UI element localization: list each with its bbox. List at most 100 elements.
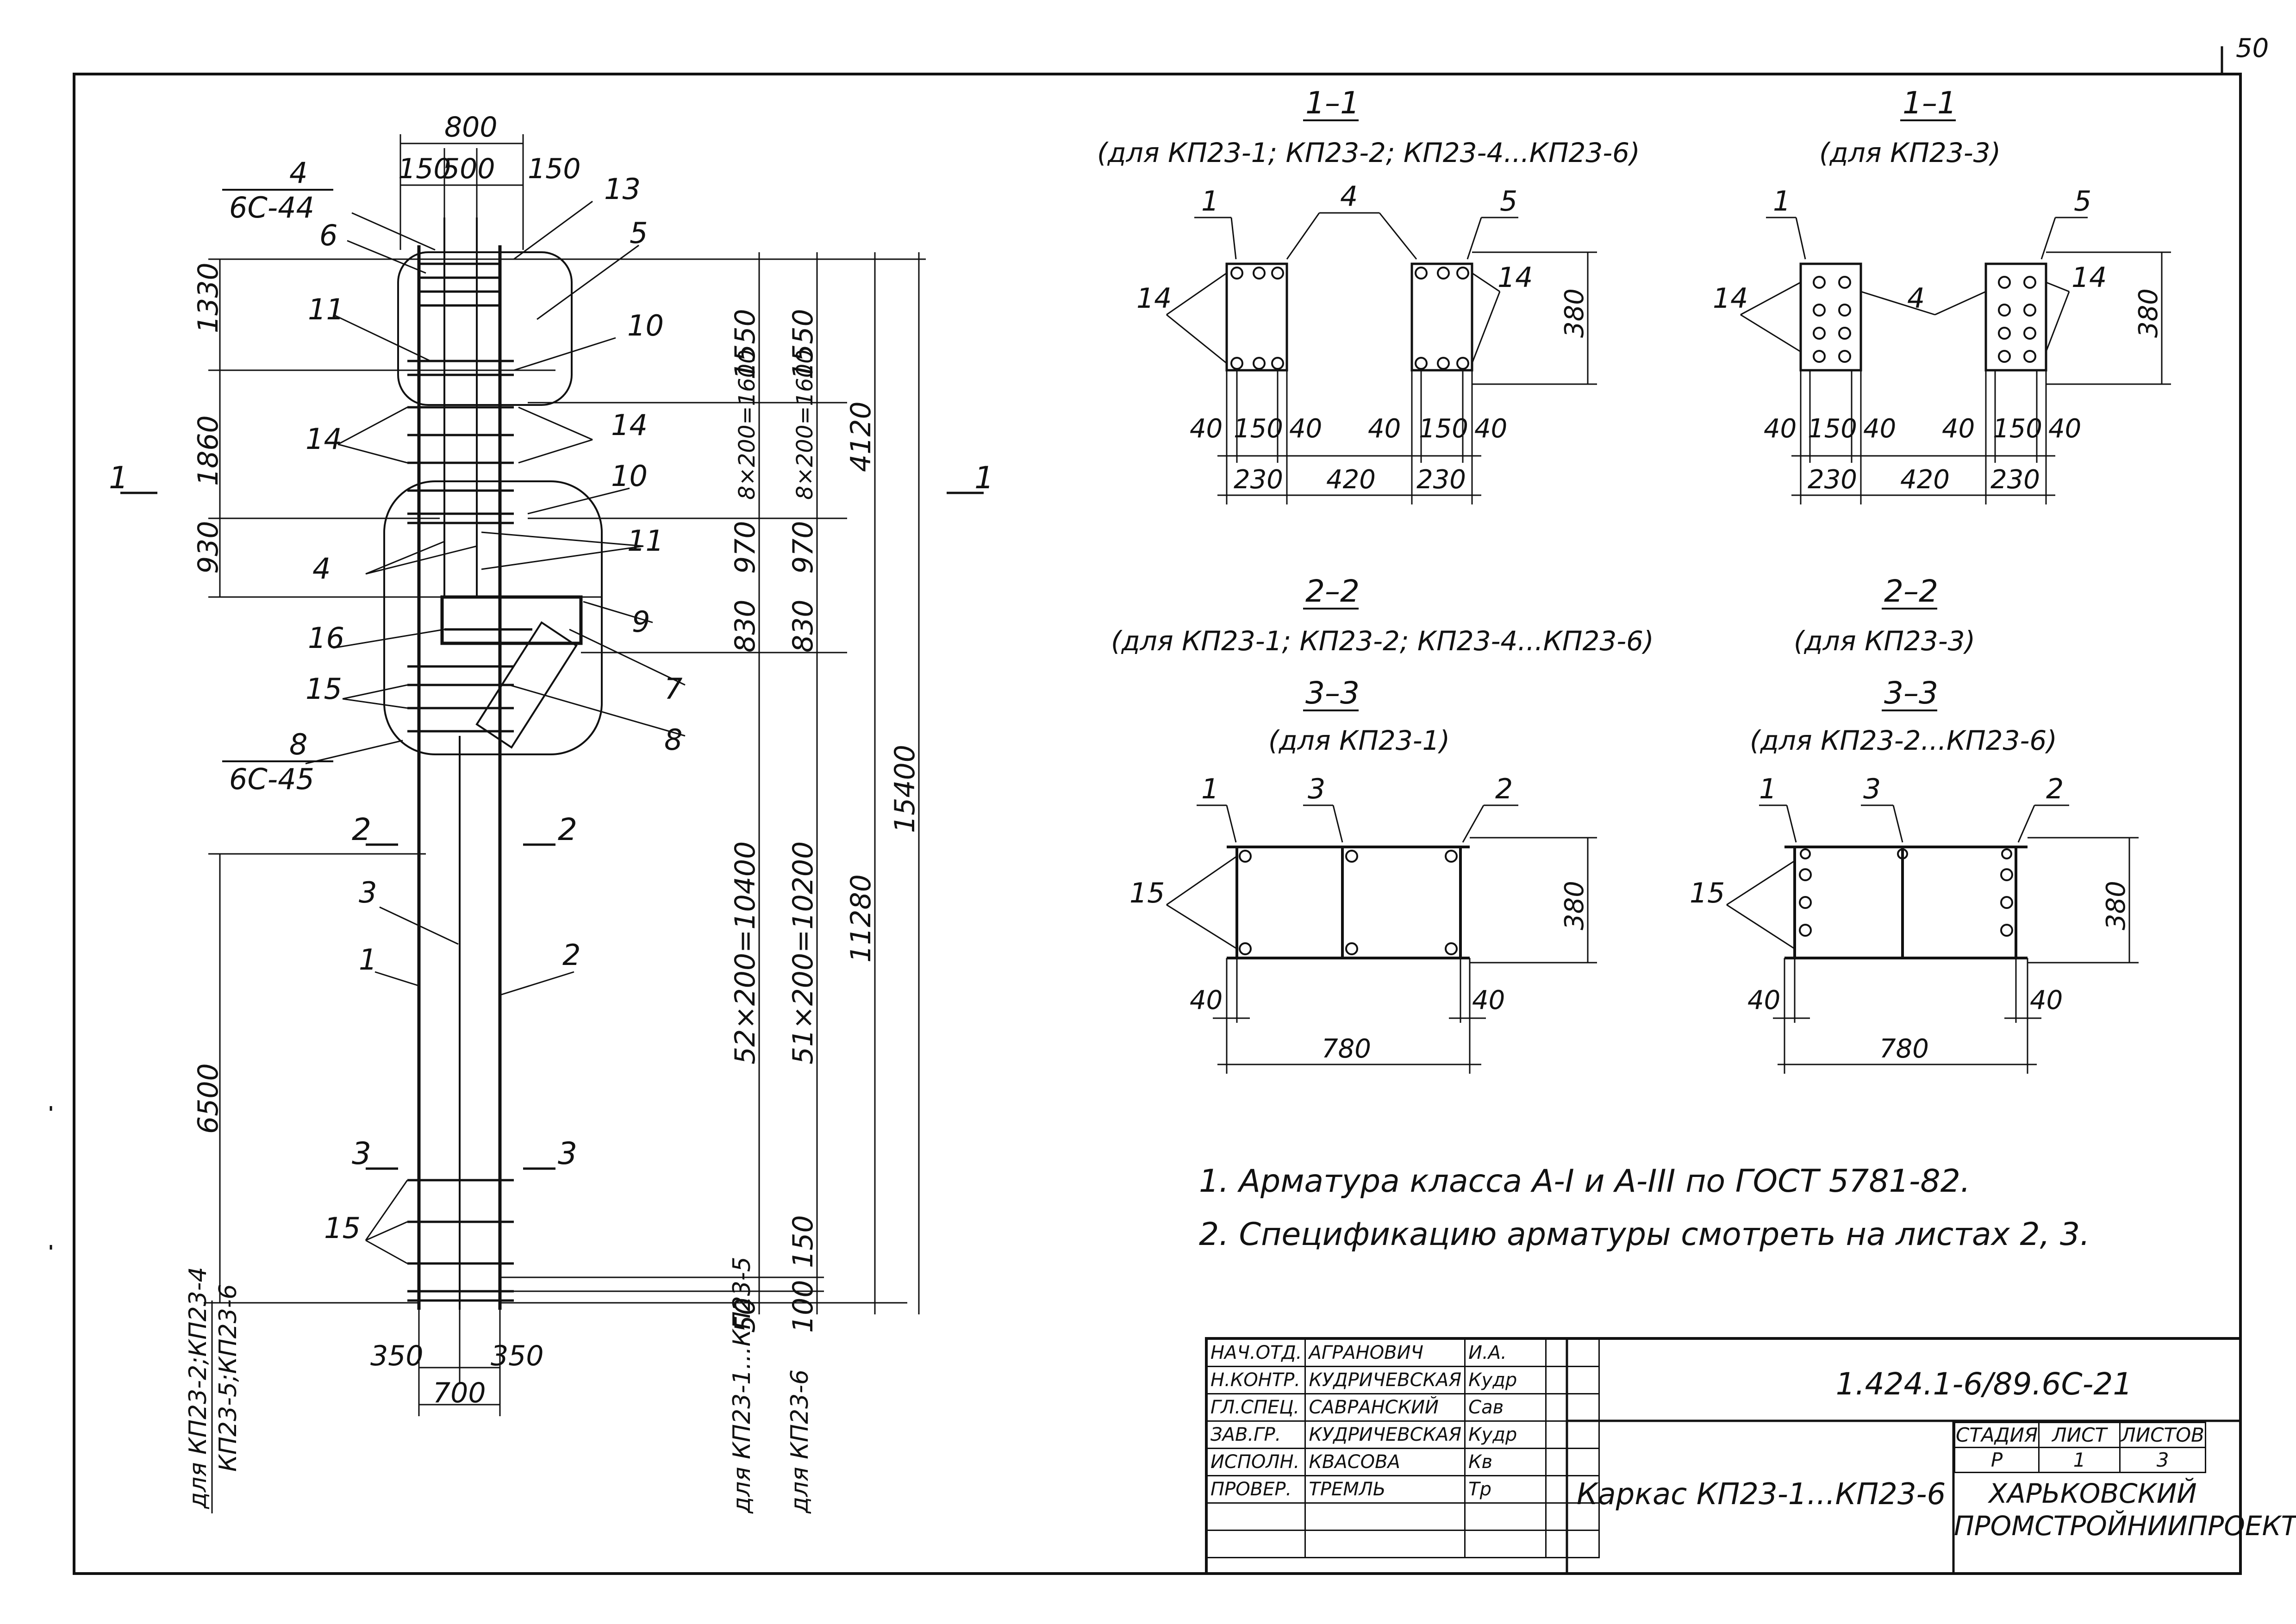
s33b-mark-15: 15 bbox=[1690, 877, 1725, 909]
s11a-dim-40c: 40 bbox=[1368, 414, 1401, 444]
note-1: 1. Арматура класса А-I и А-III по ГОСТ 5… bbox=[1199, 1163, 1971, 1200]
sig-row: Н.КОНТР. КУДРИЧЕВСКАЯ Кудр bbox=[1206, 1366, 1600, 1394]
section-1-1-a: 1–1 (для КП23-1; КП23-2; КП23-4...КП23-6… bbox=[1097, 85, 1640, 504]
drawing-title: Каркас КП23-1...КП23-6 bbox=[1577, 1477, 1946, 1512]
s11a-mark-1: 1 bbox=[1201, 185, 1219, 218]
section-2-2-b-subtitle: (для КП23-3) bbox=[1794, 625, 1975, 657]
dim-500: 500 bbox=[442, 153, 495, 185]
s11b-dim-230a: 230 bbox=[1808, 465, 1857, 495]
s33b-dim-40-left: 40 bbox=[1747, 985, 1780, 1015]
s11a-dim-40b: 40 bbox=[1289, 414, 1322, 444]
section-1-1-a-subtitle: (для КП23-1; КП23-2; КП23-4...КП23-6) bbox=[1097, 137, 1640, 168]
sig-date bbox=[1545, 1366, 1600, 1394]
variant-label-right-b: для КП23-6 bbox=[786, 1369, 814, 1514]
s33a-bars bbox=[1239, 850, 1458, 955]
section-3-right-label: 3 bbox=[558, 1136, 577, 1171]
mark-5: 5 bbox=[630, 216, 648, 250]
section-1-1-b-title: 1–1 bbox=[1903, 85, 1957, 121]
stage-value-row: Р 1 3 bbox=[1953, 1447, 2206, 1473]
s11b-marks: 1 5 4 14 14 bbox=[1713, 185, 2107, 315]
dim-830-a: 830 bbox=[729, 599, 761, 653]
lower-head-outline bbox=[383, 480, 603, 755]
sheet-value: 1 bbox=[2038, 1447, 2121, 1473]
sig-row-empty bbox=[1206, 1530, 1600, 1558]
dim-11280: 11280 bbox=[845, 874, 877, 963]
s11b-dim-150a: 150 bbox=[1808, 414, 1857, 444]
title-block: НАЧ.ОТД. АГРАНОВИЧ И.А. Н.КОНТР. КУДРИЧЕ… bbox=[1206, 1338, 2296, 1558]
s11b-dim-420: 420 bbox=[1900, 465, 1950, 495]
dim-10400: 52×200=10400 bbox=[729, 841, 761, 1064]
dim-4120: 4120 bbox=[845, 401, 877, 472]
section-2-right-label: 2 bbox=[558, 812, 577, 847]
section-3-3-a: 3–3 (для КП23-1) 1 3 2 15 bbox=[1129, 675, 1597, 1074]
dim-930: 930 bbox=[192, 521, 225, 574]
sig-name: АГРАНОВИЧ bbox=[1304, 1338, 1466, 1367]
s33b-marks: 1 3 2 15 bbox=[1690, 773, 2064, 909]
mark-9: 9 bbox=[632, 605, 650, 639]
dim-830-b: 830 bbox=[787, 599, 819, 653]
dim-350-right: 350 bbox=[491, 1340, 544, 1372]
mark-4-top: 4 bbox=[289, 156, 307, 190]
sig-name: САВРАНСКИЙ bbox=[1304, 1393, 1466, 1422]
s11b-mark-1: 1 bbox=[1773, 185, 1791, 218]
s11b-dim-380: 380 bbox=[2134, 288, 2164, 338]
s33b-mark-3: 3 bbox=[1863, 773, 1881, 805]
stage-value: Р bbox=[1953, 1447, 2040, 1473]
page-number: 50 bbox=[2236, 33, 2269, 63]
sig-role: ГЛ.СПЕЦ. bbox=[1206, 1393, 1306, 1422]
s11b-dim-40b: 40 bbox=[1863, 414, 1896, 444]
mark-11-mid: 11 bbox=[627, 524, 664, 558]
sig-signature: Сав bbox=[1464, 1393, 1547, 1422]
general-notes: 1. Арматура класса А-I и А-III по ГОСТ 5… bbox=[1199, 1155, 2090, 1261]
dim-150-right: 150 bbox=[528, 153, 581, 185]
mark-4-mid: 4 bbox=[312, 552, 331, 585]
s11a-dim-150b: 150 bbox=[1419, 414, 1468, 444]
section-3-left-label: 3 bbox=[352, 1136, 371, 1171]
leader-lines bbox=[305, 200, 686, 1264]
plate-9 bbox=[440, 595, 583, 645]
document-code: 1.424.1-6/89.6С-21 bbox=[1835, 1366, 2133, 1402]
sig-date bbox=[1545, 1448, 1600, 1476]
s11a-mark-14-right: 14 bbox=[1497, 261, 1533, 294]
s11a-leaders bbox=[1166, 212, 1597, 504]
bottom-stirrups bbox=[407, 1179, 514, 1302]
dim-970-b: 970 bbox=[787, 521, 819, 574]
dim-1330: 1330 bbox=[192, 262, 225, 333]
s33a-marks: 1 3 2 15 bbox=[1129, 773, 1513, 909]
variant-label-left-b: КП23-5;КП23-6 bbox=[214, 1284, 242, 1472]
main-cage-drawing bbox=[120, 134, 984, 1416]
s11a-dim-380: 380 bbox=[1560, 288, 1590, 338]
section-2-left-label: 2 bbox=[352, 812, 371, 847]
dim-800: 800 bbox=[444, 111, 498, 143]
sig-name: КВАСОВА bbox=[1304, 1448, 1466, 1476]
section-cut-labels: 1 1 2 2 3 3 bbox=[109, 460, 994, 1171]
org-line-1: ХАРЬКОВСКИЙ bbox=[1989, 1478, 2197, 1509]
title-block-frame bbox=[1205, 1337, 2242, 1575]
s11a-dim-230a: 230 bbox=[1234, 465, 1283, 495]
s11a-dim-40a: 40 bbox=[1190, 414, 1223, 444]
org-line-2: ПРОМСТРОЙНИИПРОЕКТ bbox=[1954, 1510, 2296, 1542]
s33b-leaders bbox=[1726, 804, 2139, 1074]
s33b-mark-1: 1 bbox=[1759, 773, 1777, 805]
s11b-dim-230b: 230 bbox=[1990, 465, 2040, 495]
mark-15-mid: 15 bbox=[306, 672, 342, 706]
s11a-marks: 1 4 5 14 14 bbox=[1136, 180, 1533, 315]
s11a-left-cage bbox=[1225, 262, 1288, 372]
s11b-mark-5: 5 bbox=[2074, 185, 2091, 218]
s11b-leaders bbox=[1740, 217, 2171, 504]
dim-1860: 1860 bbox=[192, 415, 225, 486]
s11b-mark-4: 4 bbox=[1907, 282, 1925, 315]
dim-700: 700 bbox=[433, 1377, 486, 1409]
s11a-dim-150a: 150 bbox=[1234, 414, 1283, 444]
mark-3: 3 bbox=[359, 876, 377, 909]
dim-6500: 6500 bbox=[192, 1063, 225, 1134]
s11a-mark-5: 5 bbox=[1500, 185, 1517, 218]
mark-2: 2 bbox=[562, 938, 580, 972]
section-1-left-label: 1 bbox=[109, 460, 128, 496]
sheets-header: ЛИСТОВ bbox=[2119, 1422, 2206, 1448]
variant-label-right-a: для КП23-1...КП23-5 bbox=[728, 1257, 756, 1514]
dim-350-left: 350 bbox=[370, 1340, 424, 1372]
sig-signature: Кв bbox=[1464, 1448, 1547, 1476]
main-dimensions: 800 150 500 150 350 350 700 1330 1860 93… bbox=[192, 111, 921, 1409]
